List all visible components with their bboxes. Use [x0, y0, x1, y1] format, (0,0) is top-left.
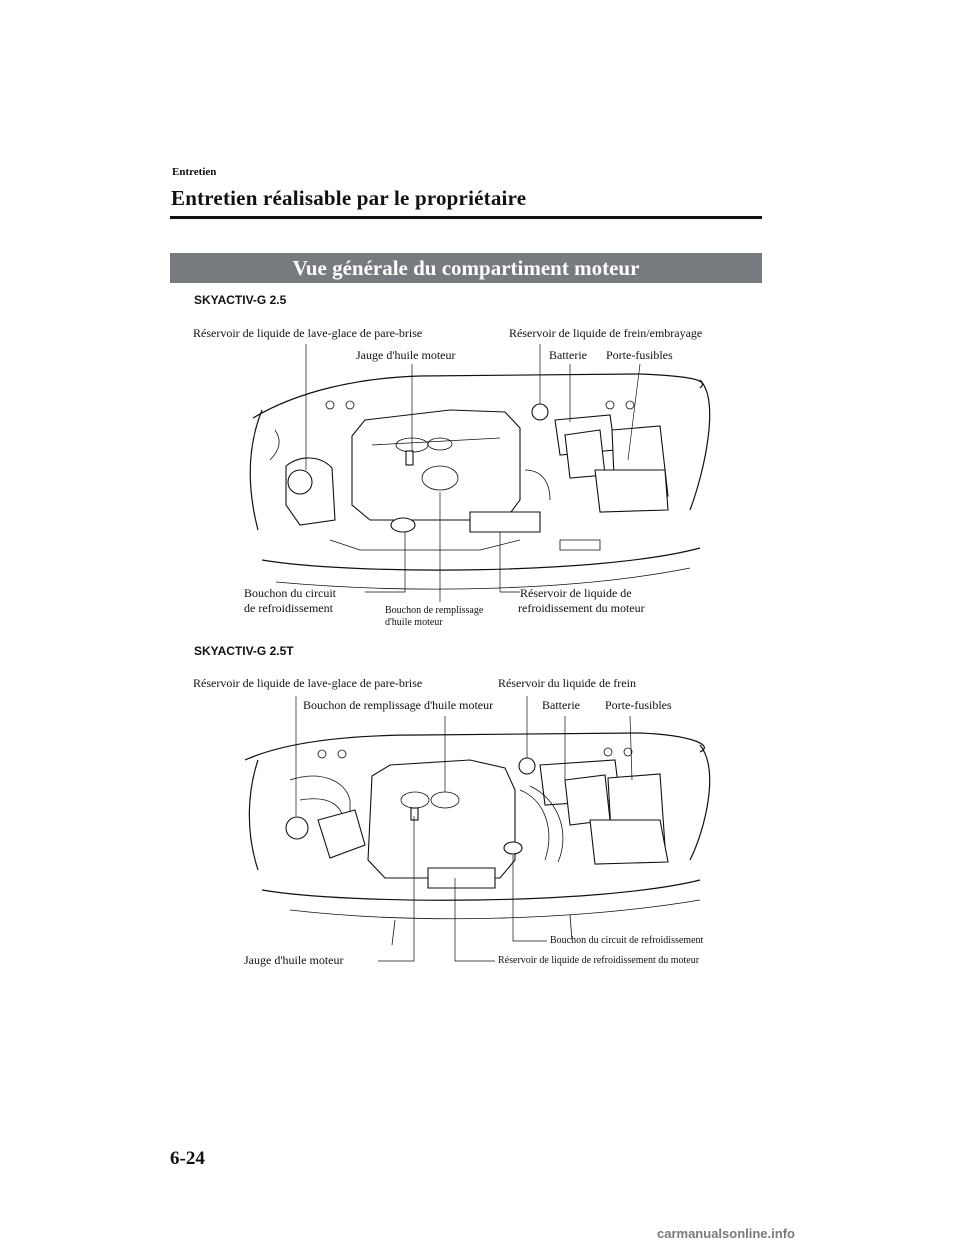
title-divider — [170, 216, 762, 219]
engine-bay-illustration-2 — [244, 696, 711, 962]
label-oil-filler-1a: Bouchon de remplissage — [385, 605, 484, 616]
label-brake-reservoir-2: Réservoir du liquide de frein — [498, 676, 636, 690]
label-battery-1: Batterie — [549, 348, 587, 362]
label-coolant-reservoir-2: Réservoir de liquide de refroidissement … — [498, 955, 700, 966]
label-fuse-block-2: Porte-fusibles — [605, 698, 672, 712]
section-banner: Vue générale du compartiment moteur — [170, 253, 762, 283]
variant-label-2: SKYACTIV-G 2.5T — [194, 644, 294, 658]
label-coolant-reservoir-1a: Réservoir de liquide de — [520, 586, 632, 600]
label-radiator-cap-2: Bouchon du circuit de refroidissement — [550, 935, 704, 946]
label-washer-reservoir-1: Réservoir de liquide de lave-glace de pa… — [193, 326, 423, 340]
label-coolant-reservoir-1b: refroidissement du moteur — [518, 601, 645, 615]
variant-label-1: SKYACTIV-G 2.5 — [194, 293, 287, 307]
label-oil-filler-1b: d'huile moteur — [385, 617, 443, 628]
label-radiator-cap-1b: de refroidissement — [244, 601, 333, 615]
label-oil-filler-2: Bouchon de remplissage d'huile moteur — [303, 698, 494, 712]
page-number: 6-24 — [170, 1148, 205, 1169]
engine-bay-illustration-1 — [249, 344, 711, 602]
label-dipstick-1: Jauge d'huile moteur — [356, 348, 456, 362]
label-dipstick-2: Jauge d'huile moteur — [244, 953, 344, 967]
label-fuse-block-1: Porte-fusibles — [606, 348, 673, 362]
label-battery-2: Batterie — [542, 698, 580, 712]
label-brake-clutch-reservoir-1: Réservoir de liquide de frein/embrayage — [509, 326, 703, 340]
page-title: Entretien réalisable par le propriétaire — [171, 186, 527, 210]
watermark: carmanualsonline.info — [657, 1226, 795, 1241]
section-label: Entretien — [172, 166, 217, 178]
label-washer-reservoir-2: Réservoir de liquide de lave-glace de pa… — [193, 676, 423, 690]
label-radiator-cap-1a: Bouchon du circuit — [244, 586, 336, 600]
